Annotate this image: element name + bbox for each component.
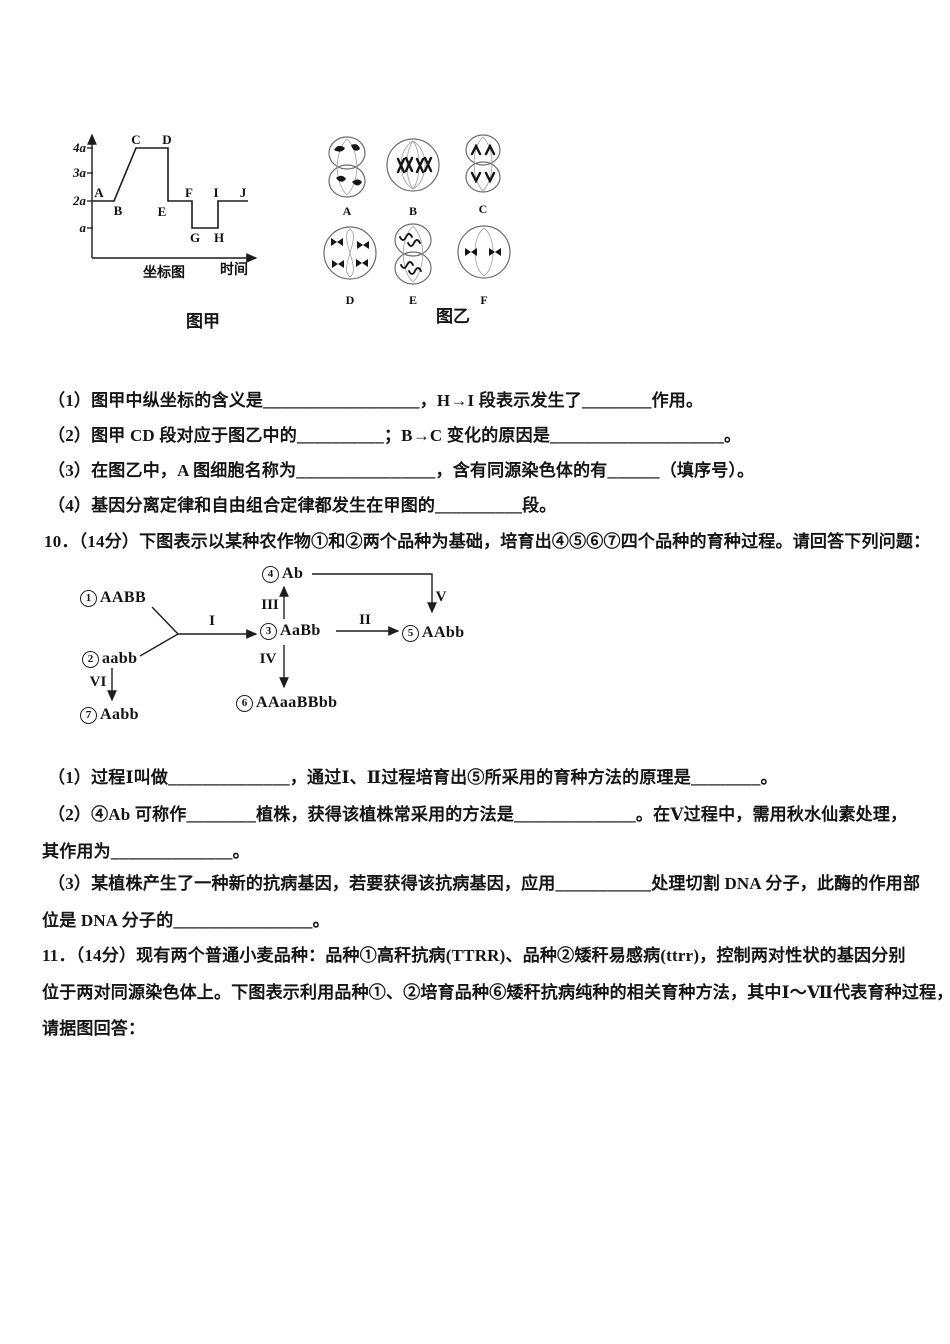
node-number: 4	[262, 566, 279, 583]
breeding-arrows: I II III IV V VI	[90, 573, 447, 702]
figure-jia-caption: 图甲	[186, 312, 220, 331]
q11-line-3: 请据图回答：	[42, 1019, 146, 1038]
point-label: F	[185, 185, 193, 200]
node-number: 3	[260, 623, 277, 640]
cell-b: B	[386, 138, 440, 218]
process-label-iii: III	[261, 597, 279, 613]
cell-c: C	[465, 134, 501, 216]
point-label: C	[131, 132, 140, 147]
y-tick-label: 4a	[72, 140, 87, 155]
cell-label: D	[346, 293, 355, 307]
point-label: B	[114, 203, 123, 218]
y-tick-label: 2a	[72, 193, 87, 208]
point-label: D	[162, 132, 171, 147]
point-label: E	[158, 204, 167, 219]
point-label: G	[190, 230, 200, 245]
axis-caption: 坐标图	[143, 264, 185, 281]
process-label-v: V	[436, 589, 447, 605]
q10-line-2: （2）④Ab 可称作________植株，获得该植株常采用的方法是_______…	[48, 805, 908, 824]
y-tick-label: a	[80, 220, 87, 235]
cell-e: E	[394, 223, 432, 307]
point-label: J	[240, 185, 247, 200]
dna-content-curve	[93, 147, 248, 229]
node-number: 2	[82, 651, 99, 668]
cell-label: F	[480, 293, 487, 307]
node-number: 1	[80, 590, 97, 607]
process-label-i: I	[209, 613, 215, 629]
figure-yi-cells: A B C	[323, 134, 511, 307]
q11-line-1: 11．（14分）现有两个普通小麦品种：品种①高秆抗病(TTRR)、品种②矮秆易感…	[42, 946, 906, 965]
q9-line-1: （1）图甲中纵坐标的含义是__________________，H→I 段表示发…	[48, 391, 704, 410]
cell-a: A	[328, 136, 366, 218]
process-label-ii: II	[359, 612, 371, 628]
figure-jia-chart: 4a 3a 2a a A B C D E F G H I J 坐标图 时间	[72, 132, 258, 281]
q11-line-2: 位于两对同源染色体上。下图表示利用品种①、②培育品种⑥矮秆抗病纯种的相关育种方法…	[42, 983, 950, 1002]
q10-line-3b: 位是 DNA 分子的________________。	[42, 911, 330, 930]
cell-label: B	[409, 204, 417, 218]
q10-line-3: （3）某植株产生了一种新的抗病基因，若要获得该抗病基因，应用__________…	[48, 874, 921, 893]
cell-label: A	[343, 204, 352, 218]
x-axis-label: 时间	[220, 261, 248, 278]
q10-line-1: （1）过程Ⅰ叫做______________，通过Ⅰ、Ⅱ过程培育出⑤所采用的育种…	[48, 768, 778, 787]
q9-line-3: （3）在图乙中，A 图细胞名称为________________，含有同源染色体…	[48, 461, 755, 480]
q9-line-2: （2）图甲 CD 段对应于图乙中的__________；B→C 变化的原因是__…	[48, 426, 742, 445]
figure-yi-caption: 图乙	[436, 307, 470, 326]
cell-label: C	[479, 202, 488, 216]
point-label: A	[94, 185, 104, 200]
cell-d: D	[323, 226, 377, 307]
cell-f: F	[457, 225, 511, 307]
cell-label: E	[409, 293, 417, 307]
process-label-vi: VI	[90, 674, 107, 690]
q10-line-2b: 其作用为______________。	[42, 842, 250, 861]
process-label-iv: IV	[260, 651, 277, 667]
q10-intro: 10．（14分）下图表示以某种农作物①和②两个品种为基础，培育出④⑤⑥⑦四个品种…	[44, 532, 931, 551]
point-label: H	[214, 230, 224, 245]
node-number: 5	[402, 625, 419, 642]
point-label: I	[213, 185, 218, 200]
node-number: 7	[80, 707, 97, 724]
y-tick-label: 3a	[72, 165, 87, 180]
node-number: 6	[236, 695, 253, 712]
q9-line-4: （4）基因分离定律和自由组合定律都发生在甲图的__________段。	[48, 496, 557, 515]
